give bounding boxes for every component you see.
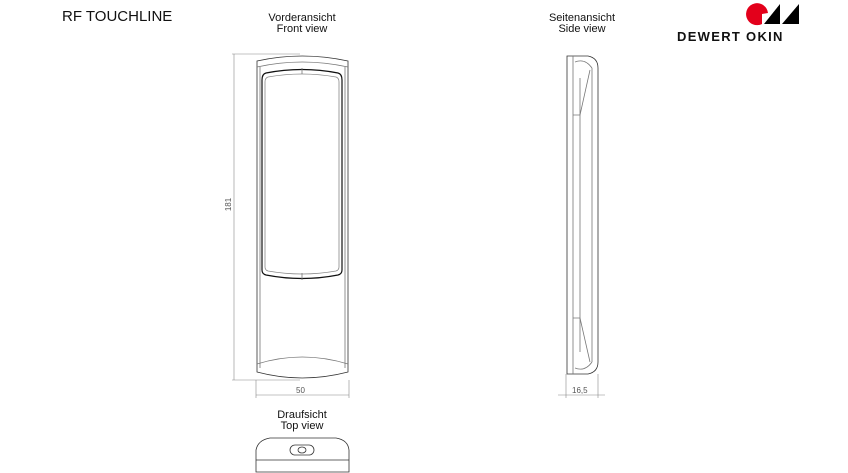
side-view [566, 55, 599, 375]
front-dimensions [232, 53, 350, 398]
top-view-label-en: Top view [280, 420, 324, 432]
front-view [256, 55, 349, 379]
height-dimension: 181 [224, 197, 234, 212]
top-view-label-de: Draufsicht [277, 409, 327, 421]
side-view-label-de: Seitenansicht [548, 12, 616, 24]
side-dimensions [558, 374, 605, 398]
side-view-label-en: Side view [558, 23, 606, 35]
dewert-okin-logo [746, 3, 799, 26]
width-dimension: 50 [296, 386, 305, 395]
front-view-label-de: Vorderansicht [268, 12, 336, 24]
top-view-caption: Draufsicht Top view [252, 410, 352, 432]
side-view-caption: Seitenansicht Side view [532, 13, 632, 35]
front-view-label-en: Front view [276, 23, 328, 35]
drawing-title: RF TOUCHLINE [62, 8, 173, 25]
front-view-caption: Vorderansicht Front view [252, 13, 352, 35]
logo-text: DEWERT OKIN [677, 29, 784, 44]
depth-dimension: 16,5 [572, 386, 588, 395]
top-view [255, 437, 350, 473]
